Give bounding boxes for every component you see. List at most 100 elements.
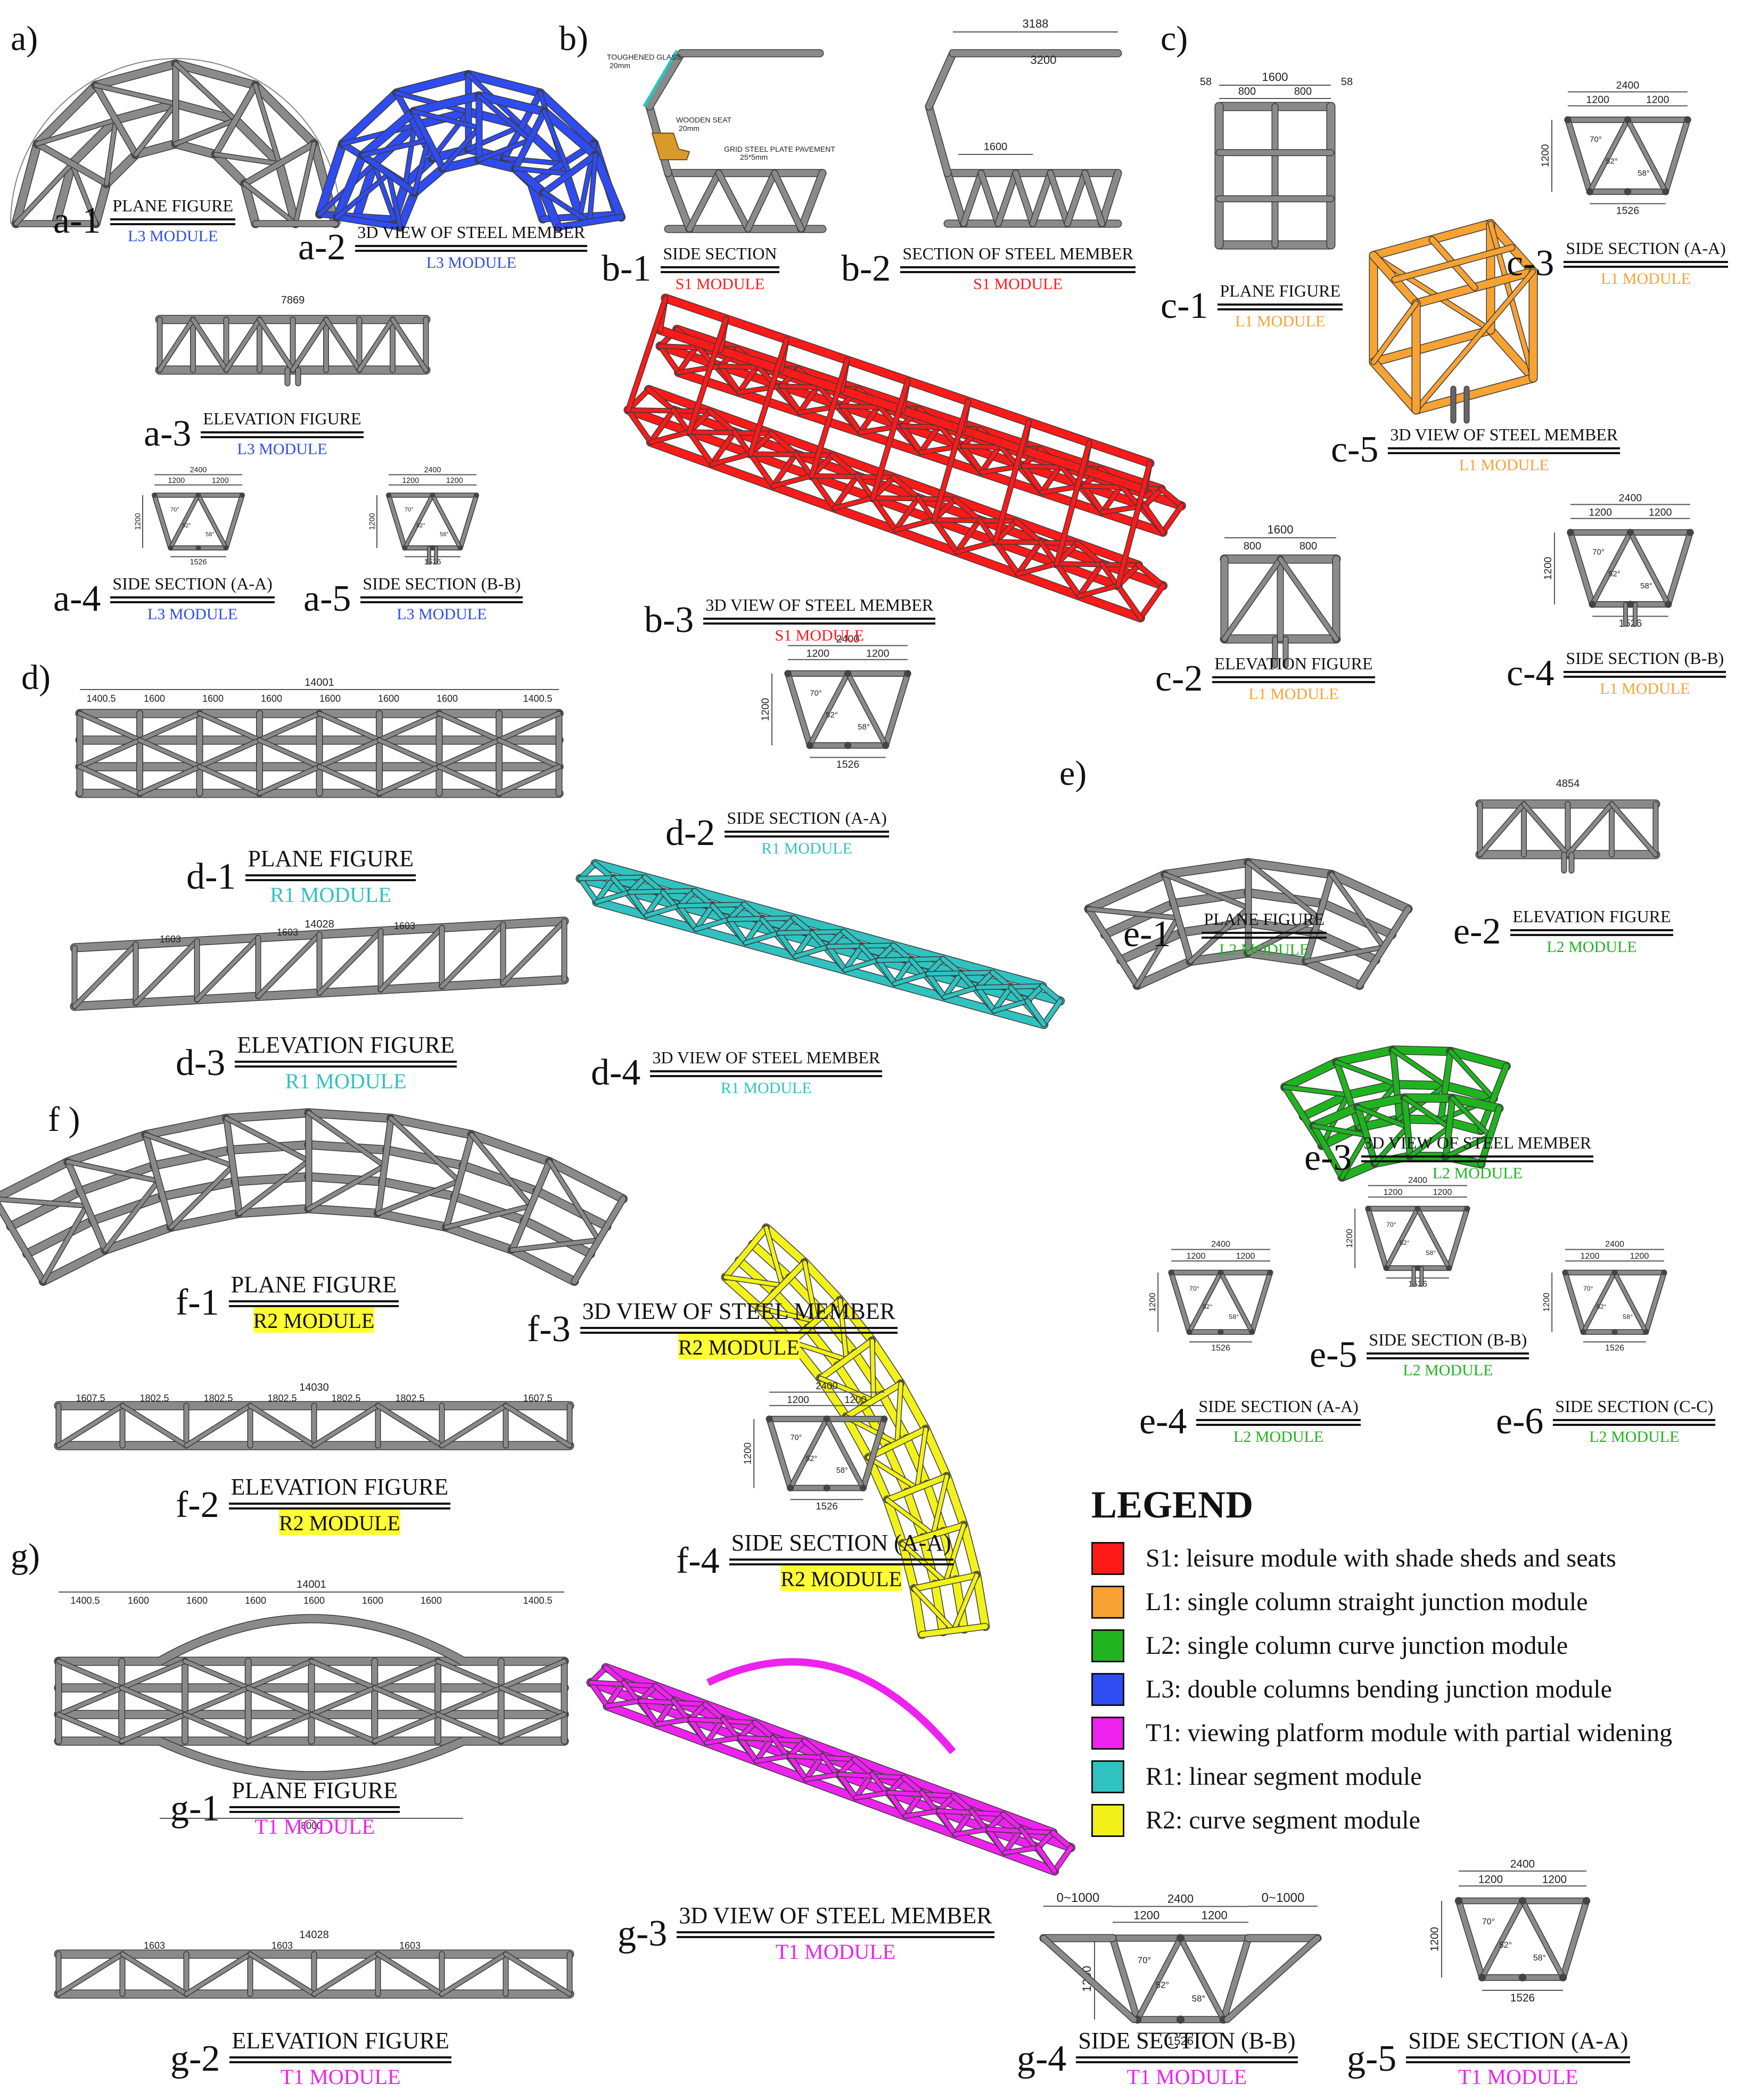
section-label-g: g) <box>11 1537 40 1576</box>
steel-member <box>470 1133 533 1208</box>
caption-title: PLANE FIGURE <box>248 846 414 872</box>
steel-member <box>341 124 417 146</box>
steel-member <box>377 711 441 742</box>
caption-module: T1 MODULE <box>1458 2065 1578 2089</box>
caption-title: PLANE FIGURE <box>1204 909 1325 929</box>
dimension-label: 1200 <box>1540 144 1551 168</box>
joint-node <box>430 493 435 498</box>
steel-member <box>578 876 599 904</box>
caption-module: R2 MODULE <box>253 1307 375 1333</box>
dimension-label: 1600 <box>319 693 341 704</box>
caption-module: L2 MODULE <box>1589 1428 1680 1446</box>
steel-member <box>403 494 434 549</box>
steel-member <box>477 138 532 162</box>
steel-member <box>587 153 597 224</box>
caption-c3: c-3 SIDE SECTION (A-A)L1 MODULE <box>1507 239 1728 288</box>
dimension-label: 800 <box>1244 540 1261 552</box>
steel-member <box>1099 170 1121 227</box>
dimension-label: 2400 <box>1605 1240 1624 1249</box>
steel-member <box>1169 1270 1191 1334</box>
a1-plane-figure <box>10 58 341 228</box>
dimension-label: 1600 <box>1268 523 1294 536</box>
dimension-label: 2400 <box>1167 1892 1194 1906</box>
caption-module: R2 MODULE <box>279 1510 400 1536</box>
dimension-label: 58° <box>1638 169 1650 178</box>
steel-member <box>944 170 967 227</box>
steel-member <box>66 1160 161 1183</box>
caption-module: L3 MODULE <box>237 440 327 458</box>
steel-member <box>183 1686 250 1717</box>
steel-member <box>804 1324 842 1370</box>
caption-id: e-2 <box>1453 910 1501 952</box>
caption-g5: g-5 SIDE SECTION (A-A)T1 MODULE <box>1347 2028 1631 2089</box>
steel-member <box>1522 802 1570 857</box>
steel-member <box>253 83 282 166</box>
steel-member <box>1311 1123 1345 1180</box>
legend-label: L3: double columns bending junction modu… <box>1146 1675 1612 1703</box>
dimension-label: 70° <box>1386 1221 1396 1228</box>
steel-member <box>1109 1935 1140 2023</box>
steel-member <box>853 1791 891 1800</box>
steel-member <box>779 384 802 415</box>
steel-member <box>723 1275 785 1287</box>
caption-id: g-4 <box>1017 2038 1067 2079</box>
steel-member <box>923 1480 948 1536</box>
steel-member <box>242 141 317 186</box>
steel-member <box>56 1659 124 1690</box>
dimension-label: 2400 <box>1211 1240 1230 1249</box>
caption-title: PLANE FIGURE <box>112 196 234 215</box>
joint-node <box>195 545 201 551</box>
steel-member <box>383 1146 467 1169</box>
steel-member <box>499 1712 566 1743</box>
steel-member <box>198 765 261 795</box>
steel-member <box>174 62 237 122</box>
steel-member <box>899 1540 918 1593</box>
steel-member <box>1001 1812 1024 1832</box>
steel-member <box>952 1576 968 1633</box>
dimension-label: 1600 <box>245 1595 266 1606</box>
steel-member <box>134 102 178 157</box>
steel-member <box>832 496 875 510</box>
steel-member <box>169 494 200 549</box>
steel-member <box>843 944 864 972</box>
steel-member <box>710 452 753 466</box>
dimension-label: 1200 <box>168 477 185 485</box>
steel-member <box>1370 326 1494 366</box>
steel-member <box>793 945 831 958</box>
steel-member <box>1438 1048 1453 1123</box>
dimension-label: 14028 <box>305 918 334 930</box>
steel-member <box>307 1111 386 1168</box>
steel-member <box>183 1712 250 1743</box>
dimension-label: 58° <box>1640 581 1652 590</box>
caption-module: R2 MODULE <box>678 1334 800 1360</box>
steel-member <box>212 151 249 187</box>
dimension-label: 7869 <box>281 294 305 306</box>
caption-module: R1 MODULE <box>285 1069 407 1094</box>
steel-member <box>871 379 910 500</box>
legend-item-r2: R2: curve segment module <box>1091 1799 1741 1842</box>
joint-node <box>881 1415 888 1423</box>
steel-member <box>861 1416 887 1490</box>
steel-member <box>132 140 179 159</box>
steel-member <box>771 452 798 488</box>
steel-member <box>510 1238 601 1252</box>
caption-id: a-1 <box>53 200 101 241</box>
steel-member <box>317 929 383 995</box>
steel-member <box>225 1116 311 1163</box>
steel-member <box>605 1699 643 1708</box>
caption-id: b-2 <box>841 248 891 289</box>
dimension-label: 58° <box>1229 1313 1239 1320</box>
steel-member <box>708 409 737 434</box>
steel-member <box>1355 1104 1378 1166</box>
dimension-label: 1200 <box>1630 1251 1649 1261</box>
steel-member <box>1449 1094 1503 1112</box>
steel-member <box>519 121 567 168</box>
dimension-label: 1200 <box>1581 1251 1600 1261</box>
steel-member <box>892 958 914 986</box>
